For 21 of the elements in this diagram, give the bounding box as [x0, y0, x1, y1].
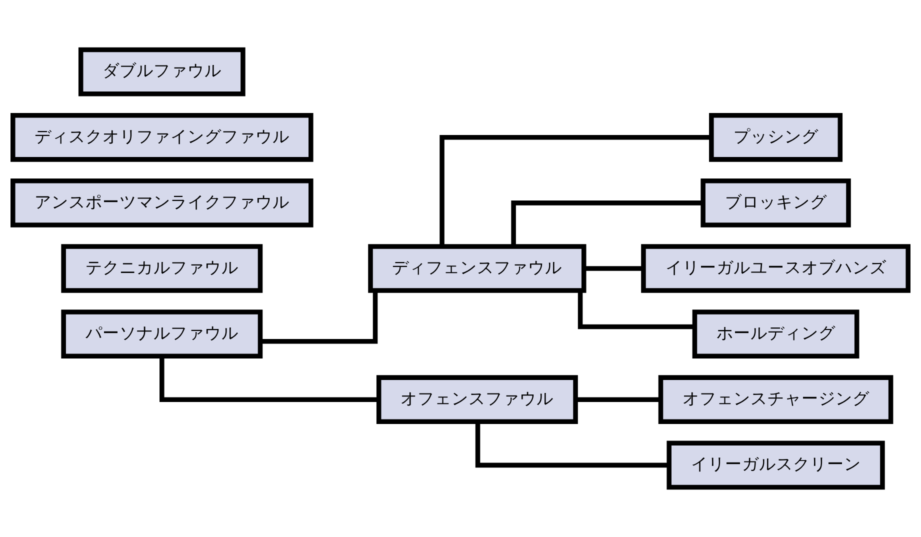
- connector: [578, 290, 695, 330]
- node-box: プッシング: [709, 112, 843, 162]
- node-box: オフェンスチャージング: [658, 375, 894, 424]
- node-box: ディスクオリファイングファウル: [10, 112, 314, 162]
- node-box: イリーガルスクリーン: [666, 440, 885, 490]
- node-box: ディフェンスファウル: [368, 244, 586, 293]
- node-box: パーソナルファウル: [61, 310, 263, 358]
- connector: [584, 266, 643, 271]
- connector: [475, 422, 670, 468]
- node-box: ホールディング: [692, 310, 860, 358]
- connector: [576, 397, 661, 402]
- connector: [260, 290, 378, 344]
- connector: [440, 135, 712, 246]
- node-box: テクニカルファウル: [61, 244, 263, 293]
- node-box: イリーガルユースオブハンズ: [641, 244, 910, 293]
- node-box: ブロッキング: [700, 178, 851, 228]
- connector: [511, 200, 703, 246]
- node-box: オフェンスファウル: [376, 375, 578, 424]
- node-box: アンスポーツマンライクファウル: [10, 178, 314, 228]
- connector: [160, 356, 379, 402]
- node-box: ダブルファウル: [78, 47, 246, 96]
